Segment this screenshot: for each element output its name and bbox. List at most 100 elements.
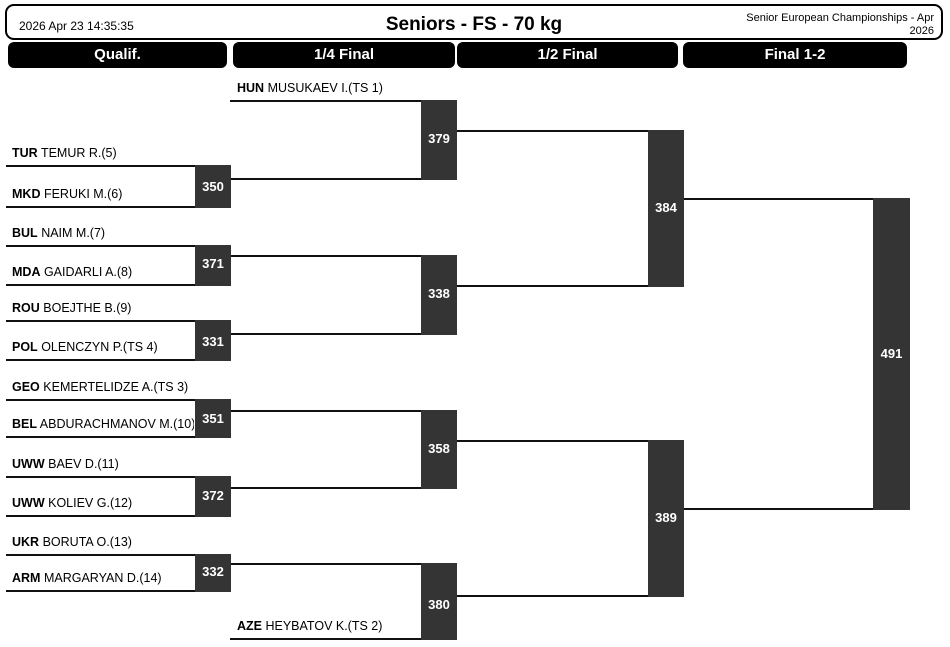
match-number: 331 (202, 334, 224, 349)
country-code: UKR (12, 535, 40, 549)
match-number: 351 (202, 411, 224, 426)
country-code: BEL (12, 417, 37, 431)
connector-line (684, 508, 873, 510)
athlete-name: GAIDARLI A.(8) (43, 265, 133, 279)
match-number: 350 (202, 179, 224, 194)
connector-line (6, 206, 231, 208)
country-code: UWW (12, 457, 45, 471)
athlete-name: BORUTA O.(13) (42, 535, 132, 549)
entry-tur-temur: TUR TEMUR R.(5) (12, 146, 117, 161)
connector-line (6, 320, 231, 322)
match-box-384 (648, 130, 684, 287)
connector-line (6, 476, 231, 478)
connector-line (457, 130, 684, 132)
match-box-358 (421, 410, 457, 489)
connector-line (231, 487, 457, 489)
athlete-name: ABDURACHMANOV M.(10) (39, 417, 194, 431)
sheet-header: 2026 Apr 23 14:35:35 Seniors - FS - 70 k… (5, 4, 943, 40)
athlete-name: MUSUKAEV I.(TS 1) (267, 81, 383, 95)
athlete-name: BOEJTHE B.(9) (43, 301, 132, 315)
match-box-379 (421, 100, 457, 180)
athlete-name: HEYBATOV K.(TS 2) (265, 619, 383, 633)
country-code: GEO (12, 380, 40, 394)
entry-mda-gaidarli: MDA GAIDARLI A.(8) (12, 265, 132, 280)
connector-line (231, 255, 457, 257)
connector-line (6, 554, 231, 556)
connector-line (231, 178, 457, 180)
match-number: 358 (428, 441, 450, 456)
country-code: ROU (12, 301, 40, 315)
connector-line (6, 515, 231, 517)
match-box-332 (195, 554, 231, 592)
connector-line (6, 359, 231, 361)
match-box-350 (195, 165, 231, 208)
athlete-name: NAIM M.(7) (41, 226, 106, 240)
event-name: Senior European Championships - Apr 2026 (746, 12, 934, 37)
country-code: TUR (12, 146, 38, 160)
match-box-338 (421, 255, 457, 335)
match-number: 338 (428, 286, 450, 301)
match-box-389 (648, 440, 684, 597)
athlete-name: OLENCZYN P.(TS 4) (41, 340, 158, 354)
athlete-name: KOLIEV G.(12) (48, 496, 133, 510)
country-code: UWW (12, 496, 45, 510)
connector-line (6, 165, 231, 167)
entry-uww-baev: UWW BAEV D.(11) (12, 457, 119, 472)
connector-line (457, 440, 684, 442)
entry-geo-kemertelidze: GEO KEMERTELIDZE A.(TS 3) (12, 380, 188, 395)
match-number: 379 (428, 131, 450, 146)
connector-line (6, 399, 231, 401)
country-code: AZE (237, 619, 262, 633)
connector-line (6, 436, 231, 438)
match-number: 372 (202, 488, 224, 503)
match-box-491 (873, 198, 910, 510)
round-header-qualif: Qualif. (8, 42, 227, 68)
match-number: 491 (880, 346, 903, 361)
athlete-name: TEMUR R.(5) (40, 146, 117, 160)
match-box-372 (195, 476, 231, 517)
athlete-name: KEMERTELIDZE A.(TS 3) (43, 380, 189, 394)
country-code: MDA (12, 265, 41, 279)
connector-line (231, 563, 457, 565)
entry-pol-olenczyn: POL OLENCZYN P.(TS 4) (12, 340, 158, 355)
connector-line (231, 410, 457, 412)
round-header-quarterfinal: 1/4 Final (233, 42, 455, 68)
match-number: 371 (202, 256, 224, 271)
connector-line (6, 590, 231, 592)
match-number: 380 (428, 597, 450, 612)
entry-bel-abdurachmanov: BEL ABDURACHMANOV M.(10) (12, 417, 194, 432)
match-box-351 (195, 399, 231, 438)
match-box-331 (195, 320, 231, 361)
entry-rou-boejthe: ROU BOEJTHE B.(9) (12, 301, 131, 316)
connector-line (231, 333, 457, 335)
entry-hun-musukaev: HUN MUSUKAEV I.(TS 1) (237, 81, 383, 96)
country-code: POL (12, 340, 38, 354)
athlete-name: BAEV D.(11) (48, 457, 119, 471)
connector-line (457, 595, 684, 597)
connector-line (684, 198, 873, 200)
match-number: 384 (655, 200, 677, 215)
entry-mkd-feruki: MKD FERUKI M.(6) (12, 187, 122, 202)
entry-uww-koliev: UWW KOLIEV G.(12) (12, 496, 132, 511)
connector-line (230, 100, 457, 102)
timestamp: 2026 Apr 23 14:35:35 (19, 19, 134, 33)
match-number: 332 (202, 564, 224, 579)
athlete-name: FERUKI M.(6) (43, 187, 123, 201)
athlete-name: MARGARYAN D.(14) (43, 571, 162, 585)
connector-line (457, 285, 684, 287)
match-box-380 (421, 563, 457, 640)
entry-bul-naim: BUL NAIM M.(7) (12, 226, 105, 241)
round-header-semifinal: 1/2 Final (457, 42, 678, 68)
country-code: ARM (12, 571, 41, 585)
match-number: 389 (655, 510, 677, 525)
match-box-371 (195, 245, 231, 286)
country-code: MKD (12, 187, 41, 201)
country-code: BUL (12, 226, 38, 240)
connector-line (230, 638, 457, 640)
connector-line (6, 245, 231, 247)
connector-line (6, 284, 231, 286)
round-header-final: Final 1-2 (683, 42, 907, 68)
entry-aze-heybatov: AZE HEYBATOV K.(TS 2) (237, 619, 382, 634)
entry-ukr-boruta: UKR BORUTA O.(13) (12, 535, 132, 550)
